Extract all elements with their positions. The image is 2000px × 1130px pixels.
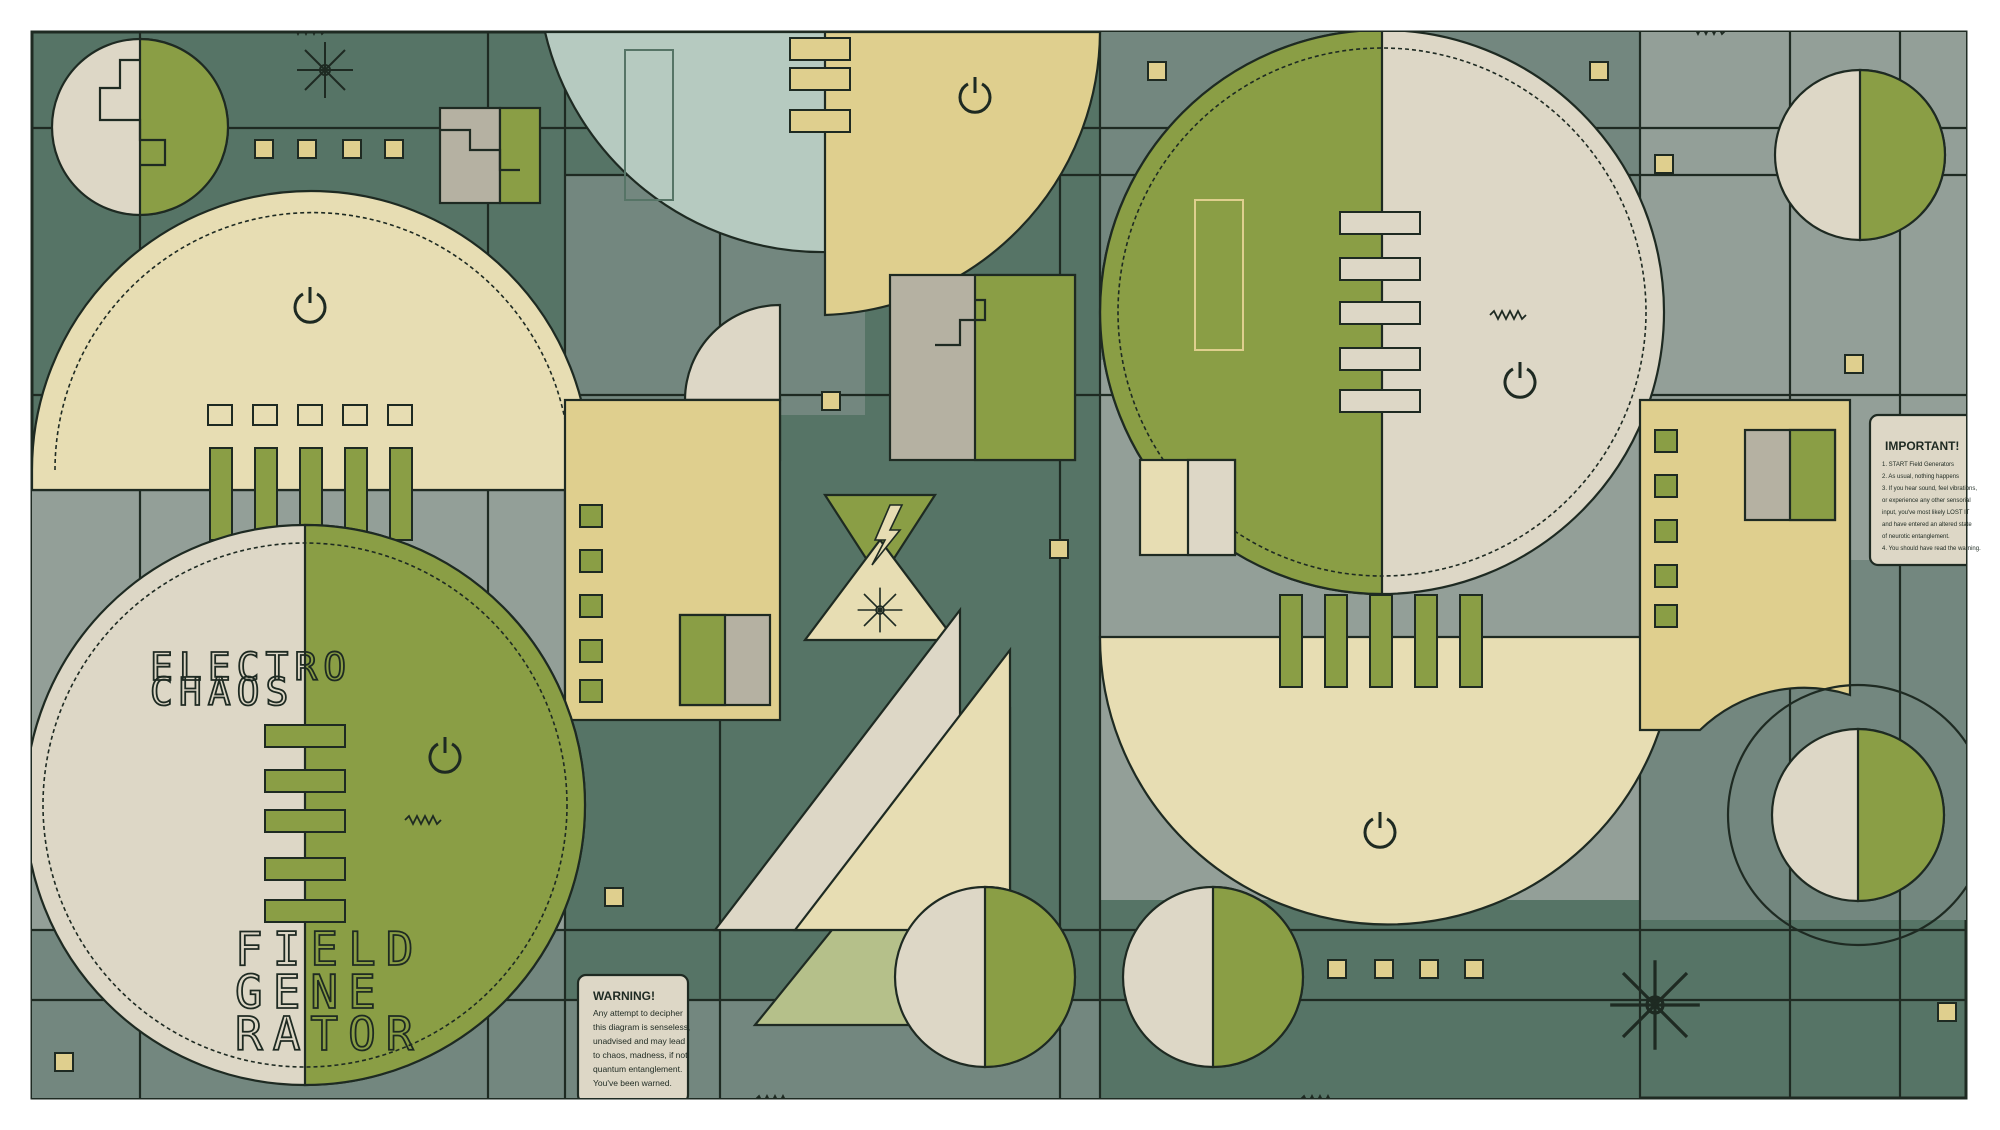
lightning-icon	[871, 504, 904, 566]
warning-line: You've been warned.	[593, 1078, 672, 1088]
title-chaos: CHAOS	[150, 670, 294, 714]
important-plate	[1868, 413, 1966, 567]
left-cream-semicircle	[32, 189, 592, 492]
important-item: and have entered an altered state	[1882, 522, 1972, 528]
important-item: 2. As usual, nothing happens	[1882, 474, 1959, 480]
important-item: 1. START Field Generators	[1882, 462, 1954, 468]
right-cream-semicircle	[1098, 635, 1677, 926]
important-heading: IMPORTANT!	[1885, 439, 1959, 453]
important-item: 4. You should have read the warning.	[1882, 546, 1981, 552]
warning-line: unadvised and may lead	[593, 1036, 685, 1046]
warning-line: to chaos, madness, if not	[593, 1050, 688, 1060]
title-electro: ELECTRO	[150, 645, 352, 689]
chaos-star-icon	[856, 586, 904, 634]
resistor-icon	[295, 32, 1726, 1098]
field-line-1: FIELD	[235, 922, 423, 976]
warning-plate	[576, 973, 690, 1098]
warning-line: this diagram is senseless,	[593, 1022, 690, 1032]
important-item: or experience any other sensorial	[1882, 498, 1971, 504]
important-item: of neurotic entanglement.	[1882, 534, 1950, 540]
important-item: input, you've most likely LOST IT	[1882, 510, 1970, 516]
important-item: 3. If you hear sound, feel vibrations,	[1882, 486, 1977, 492]
warning-line: quantum entanglement.	[593, 1064, 682, 1074]
warning-line: Any attempt to decipher	[593, 1008, 683, 1018]
warning-body: Any attempt to decipher this diagram is …	[593, 1008, 690, 1088]
field-line-2: GENE	[235, 965, 386, 1019]
large-chaos-star-icon	[1608, 958, 1702, 1052]
important-body: 1. START Field Generators 2. As usual, n…	[1882, 462, 1981, 552]
field-line-3: RATOR	[235, 1007, 423, 1061]
warning-heading: WARNING!	[593, 989, 655, 1003]
